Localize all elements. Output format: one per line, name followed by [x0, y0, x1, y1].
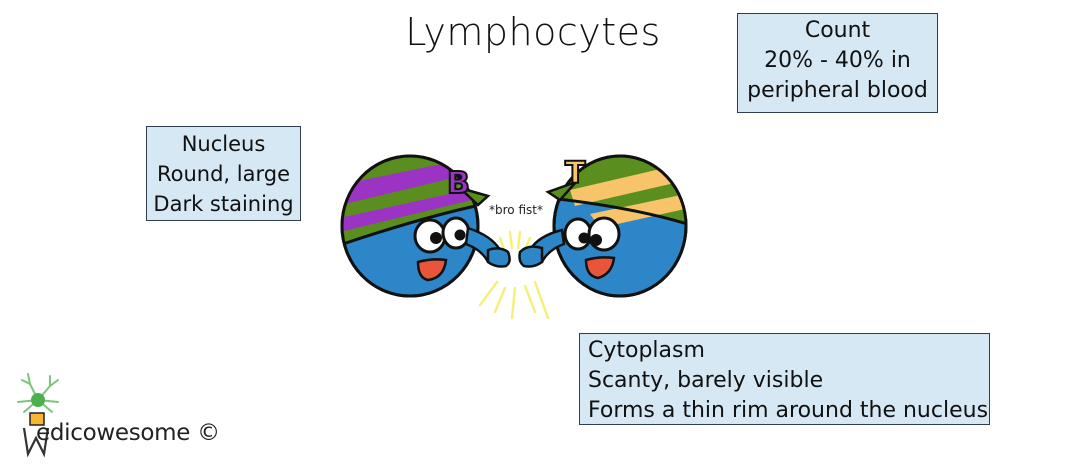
impact-sparks: [478, 230, 550, 320]
cytoplasm-line-2: Forms a thin rim around the nucleus: [588, 398, 989, 423]
count-box: Count 20% - 40% in peripheral blood: [737, 13, 938, 113]
neuron-logo-icon: [17, 373, 59, 458]
b-lymphocyte: [340, 154, 511, 298]
cytoplasm-line-1: Scanty, barely visible: [588, 368, 824, 393]
b-mouth: [416, 258, 448, 282]
b-helmet-brim: [459, 186, 491, 207]
nucleus-line-2: Dark staining: [153, 192, 294, 216]
count-line-1: 20% - 40% in: [764, 48, 911, 73]
b-fist: [486, 247, 511, 268]
cytoplasm-heading: Cytoplasm: [588, 338, 705, 363]
brand-logo: edicowesome ©: [36, 420, 220, 446]
nucleus-box: Nucleus Round, large Dark staining: [146, 126, 301, 221]
nucleus-heading: Nucleus: [181, 132, 266, 156]
t-lymphocyte: [518, 154, 688, 298]
nucleus-line-1: Round, large: [156, 162, 290, 186]
b-letter: B: [447, 166, 470, 201]
t-fist: [518, 245, 544, 268]
count-line-2: peripheral blood: [747, 78, 928, 103]
diagram-title: Lymphocytes: [405, 10, 661, 54]
t-mouth: [584, 256, 616, 280]
b-helmet-stripe-2: [342, 188, 478, 232]
brand-logo-text: edicowesome ©: [36, 420, 220, 446]
t-helmet-brim: [545, 180, 577, 202]
t-helmet-stripe-2: [590, 192, 686, 228]
t-letter: T: [565, 156, 586, 191]
b-helmet-stripe: [342, 158, 478, 205]
cytoplasm-box: Cytoplasm Scanty, barely visible Forms a…: [579, 333, 990, 425]
bro-fist-caption: *bro fist*: [489, 203, 543, 217]
count-heading: Count: [804, 18, 871, 43]
